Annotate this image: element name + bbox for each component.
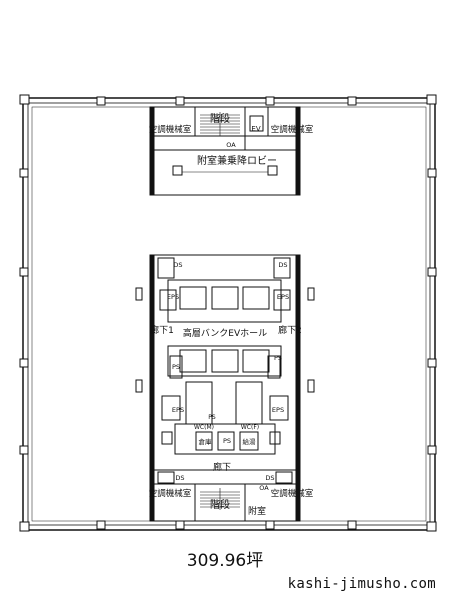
label-corridor1: 廊下1 xyxy=(150,324,174,336)
label-wc-f: WC(F) xyxy=(241,424,259,431)
label-oa-bottom: OA xyxy=(259,484,269,492)
label-eps-r2: EPS xyxy=(272,406,284,414)
label-wc-m: WC(M) xyxy=(194,424,214,431)
label-ds-br: DS xyxy=(265,474,274,482)
label-eps-r: EPS xyxy=(277,293,289,301)
label-annex: 附室 xyxy=(248,505,266,517)
label-ps-r: PS xyxy=(274,354,282,362)
bottom-core xyxy=(149,469,301,522)
label-ev-hall: 高層バンクEVホール xyxy=(183,327,267,339)
label-eps-l2: EPS xyxy=(172,406,184,414)
label-pantry: 給湯 xyxy=(243,437,257,446)
label-corridor: 廊下 xyxy=(213,461,231,473)
label-ac-room-bl: 空調機械室 xyxy=(149,488,192,499)
label-ps-c2: PS xyxy=(223,437,231,445)
top-core xyxy=(149,106,301,196)
label-ds-bl: DS xyxy=(175,474,184,482)
label-ps-c: PS xyxy=(208,414,216,421)
label-ds-tl: DS xyxy=(173,261,182,269)
site-watermark: kashi-jimusho.com xyxy=(287,576,436,592)
label-ps-l: PS xyxy=(172,363,180,371)
label-corridor2: 廊下2 xyxy=(278,324,302,336)
label-ac-room-tl: 空調機械室 xyxy=(149,124,192,135)
floor-area: 309.96坪 xyxy=(186,551,264,571)
label-oa-top: OA xyxy=(226,141,236,149)
label-store: 倉庫 xyxy=(199,437,213,446)
room-labels: 階段 EV 空調機械室 空調機械室 OA 附室兼乗降ロビー DS DS EPS … xyxy=(149,112,314,517)
label-ds-tr: DS xyxy=(278,261,287,269)
label-ac-room-br: 空調機械室 xyxy=(271,488,314,499)
label-lobby: 附室兼乗降ロビー xyxy=(197,154,277,167)
label-stairs-bottom: 階段 xyxy=(210,498,230,511)
label-ev-top: EV xyxy=(251,125,260,133)
label-stairs-top: 階段 xyxy=(210,112,230,125)
label-eps-l: EPS xyxy=(167,293,179,301)
perimeter-columns xyxy=(19,94,437,532)
floor-plan: 階段 EV 空調機械室 空調機械室 OA 附室兼乗降ロビー DS DS EPS … xyxy=(19,94,437,532)
label-ac-room-tr: 空調機械室 xyxy=(271,124,314,135)
